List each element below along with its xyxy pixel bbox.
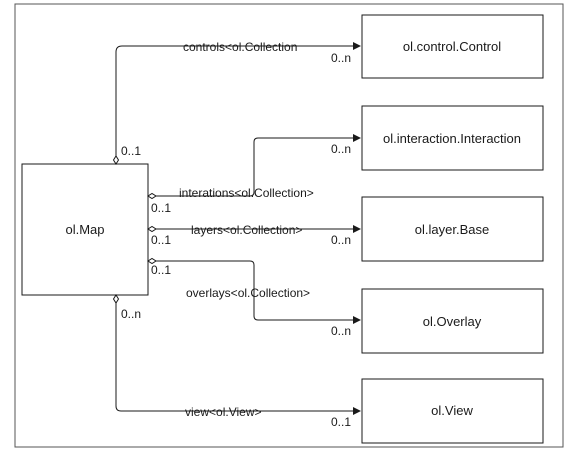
view-aggregation-diamond	[112, 294, 120, 304]
layers-edge-label: layers<ol.Collection>	[191, 223, 302, 237]
overlays-edge-label: overlays<ol.Collection>	[186, 286, 310, 300]
view-box-label: ol.View	[431, 403, 473, 418]
view-target-mult: 0..1	[331, 415, 351, 429]
layers-aggregation-diamond	[147, 225, 157, 233]
interactions-target-mult: 0..n	[331, 142, 351, 156]
controls-edge-label: controls<ol.Collection	[183, 40, 297, 54]
view-edge	[115, 303, 361, 415]
controls-edge	[115, 42, 361, 160]
overlays-aggregation-diamond	[147, 257, 157, 265]
layer-box	[361, 196, 544, 262]
control-box	[361, 14, 544, 79]
controls-aggregation-diamond	[112, 155, 120, 165]
interactions-edge-label: interations<ol.Collection>	[179, 186, 314, 200]
overlay-box-label: ol.Overlay	[423, 314, 482, 329]
layer-box-label: ol.layer.Base	[415, 222, 489, 237]
layers-source-mult: 0..1	[151, 233, 171, 247]
view-source-mult: 0..n	[121, 307, 141, 321]
overlays-target-mult: 0..n	[331, 324, 351, 338]
map-box-label: ol.Map	[65, 222, 104, 237]
view-edge-label: view<ol.View>	[185, 405, 262, 419]
controls-source-mult: 0..1	[121, 144, 141, 158]
overlay-box	[361, 288, 544, 354]
control-box-label: ol.control.Control	[403, 39, 501, 54]
overlays-edge	[156, 260, 361, 324]
interactions-edge	[152, 134, 361, 197]
interactions-source-mult: 0..1	[151, 201, 171, 215]
layers-target-mult: 0..n	[331, 233, 351, 247]
diagram-frame	[14, 3, 564, 448]
view-box	[361, 378, 544, 444]
overlays-source-mult: 0..1	[151, 263, 171, 277]
map-box	[21, 163, 149, 296]
interaction-box	[361, 105, 544, 171]
interaction-box-label: ol.interaction.Interaction	[383, 131, 521, 146]
interactions-aggregation-diamond	[147, 192, 157, 200]
controls-target-mult: 0..n	[331, 51, 351, 65]
